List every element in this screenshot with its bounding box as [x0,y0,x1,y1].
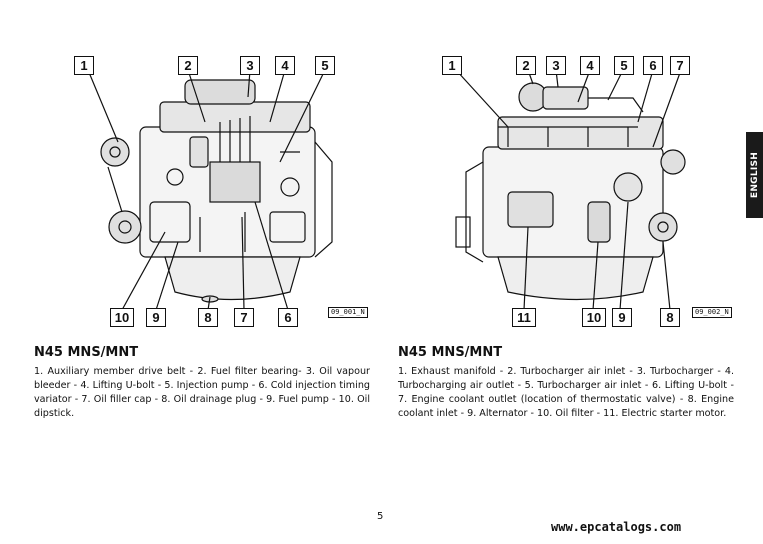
right-callout-8: 8 [660,308,680,327]
right-callout-1: 1 [442,56,462,75]
left-caption: 1. Auxiliary member drive belt - 2. Fuel… [34,366,370,419]
right-heading: N45 MNS/MNT [398,345,503,360]
left-callout-10: 10 [110,308,134,327]
left-callout-4: 4 [275,56,295,75]
left-callout-8: 8 [198,308,218,327]
right-callout-11: 11 [512,308,536,327]
right-callout-6: 6 [643,56,663,75]
language-tab: ENGLISH [746,132,763,218]
right-callout-9: 9 [612,308,632,327]
right-callout-7: 7 [670,56,690,75]
left-callout-7: 7 [234,308,254,327]
right-figure-code: 09_002_N [692,307,732,318]
left-figure-code: 09_001_N [328,307,368,318]
left-heading: N45 MNS/MNT [34,345,139,360]
right-callout-2: 2 [516,56,536,75]
left-callout-6: 6 [278,308,298,327]
watermark: www.epcatalogs.com [551,520,682,534]
left-callout-1: 1 [74,56,94,75]
left-callout-2: 2 [178,56,198,75]
right-callout-4: 4 [580,56,600,75]
right-caption: 1. Exhaust manifold - 2. Turbocharger ai… [398,366,734,419]
language-tab-label: ENGLISH [749,151,760,199]
left-callout-5: 5 [315,56,335,75]
left-engine-drawing [87,69,333,311]
left-callout-3: 3 [240,56,260,75]
right-callout-10: 10 [582,308,606,327]
right-engine-drawing [455,69,686,311]
right-engine-figure: 1 2 3 4 5 6 7 11 10 9 8 09_002_N [438,52,738,332]
right-callout-3: 3 [546,56,566,75]
left-engine-figure: 1 2 3 4 5 10 9 8 7 6 09_001_N [70,52,370,332]
right-callout-5: 5 [614,56,634,75]
left-callout-9: 9 [146,308,166,327]
page-number: 5 [377,511,384,522]
